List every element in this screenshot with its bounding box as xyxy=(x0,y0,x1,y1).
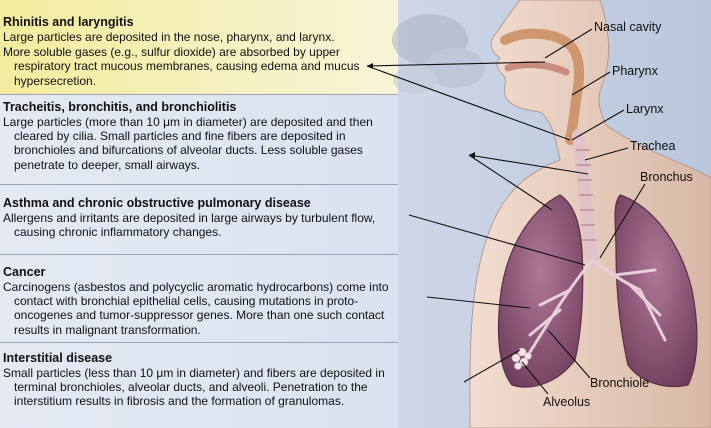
section-text: Carcinogens (asbestos and polycyclic aro… xyxy=(3,280,389,337)
section-cancer: Cancer Carcinogens (asbestos and polycyc… xyxy=(0,262,398,337)
upper-airway xyxy=(500,28,585,145)
label-bronchiole: Bronchiole xyxy=(590,376,650,390)
separator-3 xyxy=(0,254,398,255)
left-lung xyxy=(614,194,698,388)
panel-bg-asthma xyxy=(0,184,398,254)
label-bronchus: Bronchus xyxy=(640,170,693,184)
bronchial-tree xyxy=(523,258,667,362)
label-larynx: Larynx xyxy=(626,102,664,116)
section-rhinitis: Rhinitis and laryngitis Large particles … xyxy=(0,12,398,88)
trachea-rings xyxy=(576,149,596,241)
section-interstitial: Interstitial disease Small particles (le… xyxy=(0,348,398,409)
arrow-head-rhinitis xyxy=(367,63,373,69)
leader-lines xyxy=(366,28,646,395)
section-tracheitis: Tracheitis, bronchitis, and bronchioliti… xyxy=(0,97,398,172)
panel-bg-interstitial xyxy=(0,342,398,428)
section-text: Allergens and irritants are deposited in… xyxy=(3,211,376,240)
section-title: Interstitial disease xyxy=(3,351,113,365)
section-title: Cancer xyxy=(3,265,46,279)
separator-2 xyxy=(0,184,398,185)
arrow-head-tracheitis xyxy=(469,152,475,158)
section-text: Large particles are deposited in the nos… xyxy=(3,30,335,44)
separator-4 xyxy=(0,342,398,343)
label-pharynx: Pharynx xyxy=(612,64,658,78)
section-title: Tracheitis, bronchitis, and bronchioliti… xyxy=(3,100,237,114)
separator-1 xyxy=(0,94,398,95)
right-lung xyxy=(497,194,584,388)
section-text: Small particles (less than 10 μm in diam… xyxy=(3,366,385,409)
label-nasal-cavity: Nasal cavity xyxy=(594,20,662,34)
panel-bg-cancer xyxy=(0,254,398,342)
panel-bg-rhinitis xyxy=(0,0,398,94)
label-alveolus: Alveolus xyxy=(543,395,591,409)
oral-cavity xyxy=(504,61,570,76)
section-text: Large particles (more than 10 μm in diam… xyxy=(3,115,373,172)
section-title: Rhinitis and laryngitis xyxy=(3,15,134,29)
label-trachea: Trachea xyxy=(630,139,676,153)
section-title: Asthma and chronic obstructive pulmonary… xyxy=(3,196,311,210)
section-text: More soluble gases (e.g., sulfur dioxide… xyxy=(3,45,360,88)
panel-bg-tracheitis xyxy=(0,94,398,184)
section-asthma: Asthma and chronic obstructive pulmonary… xyxy=(0,193,398,239)
